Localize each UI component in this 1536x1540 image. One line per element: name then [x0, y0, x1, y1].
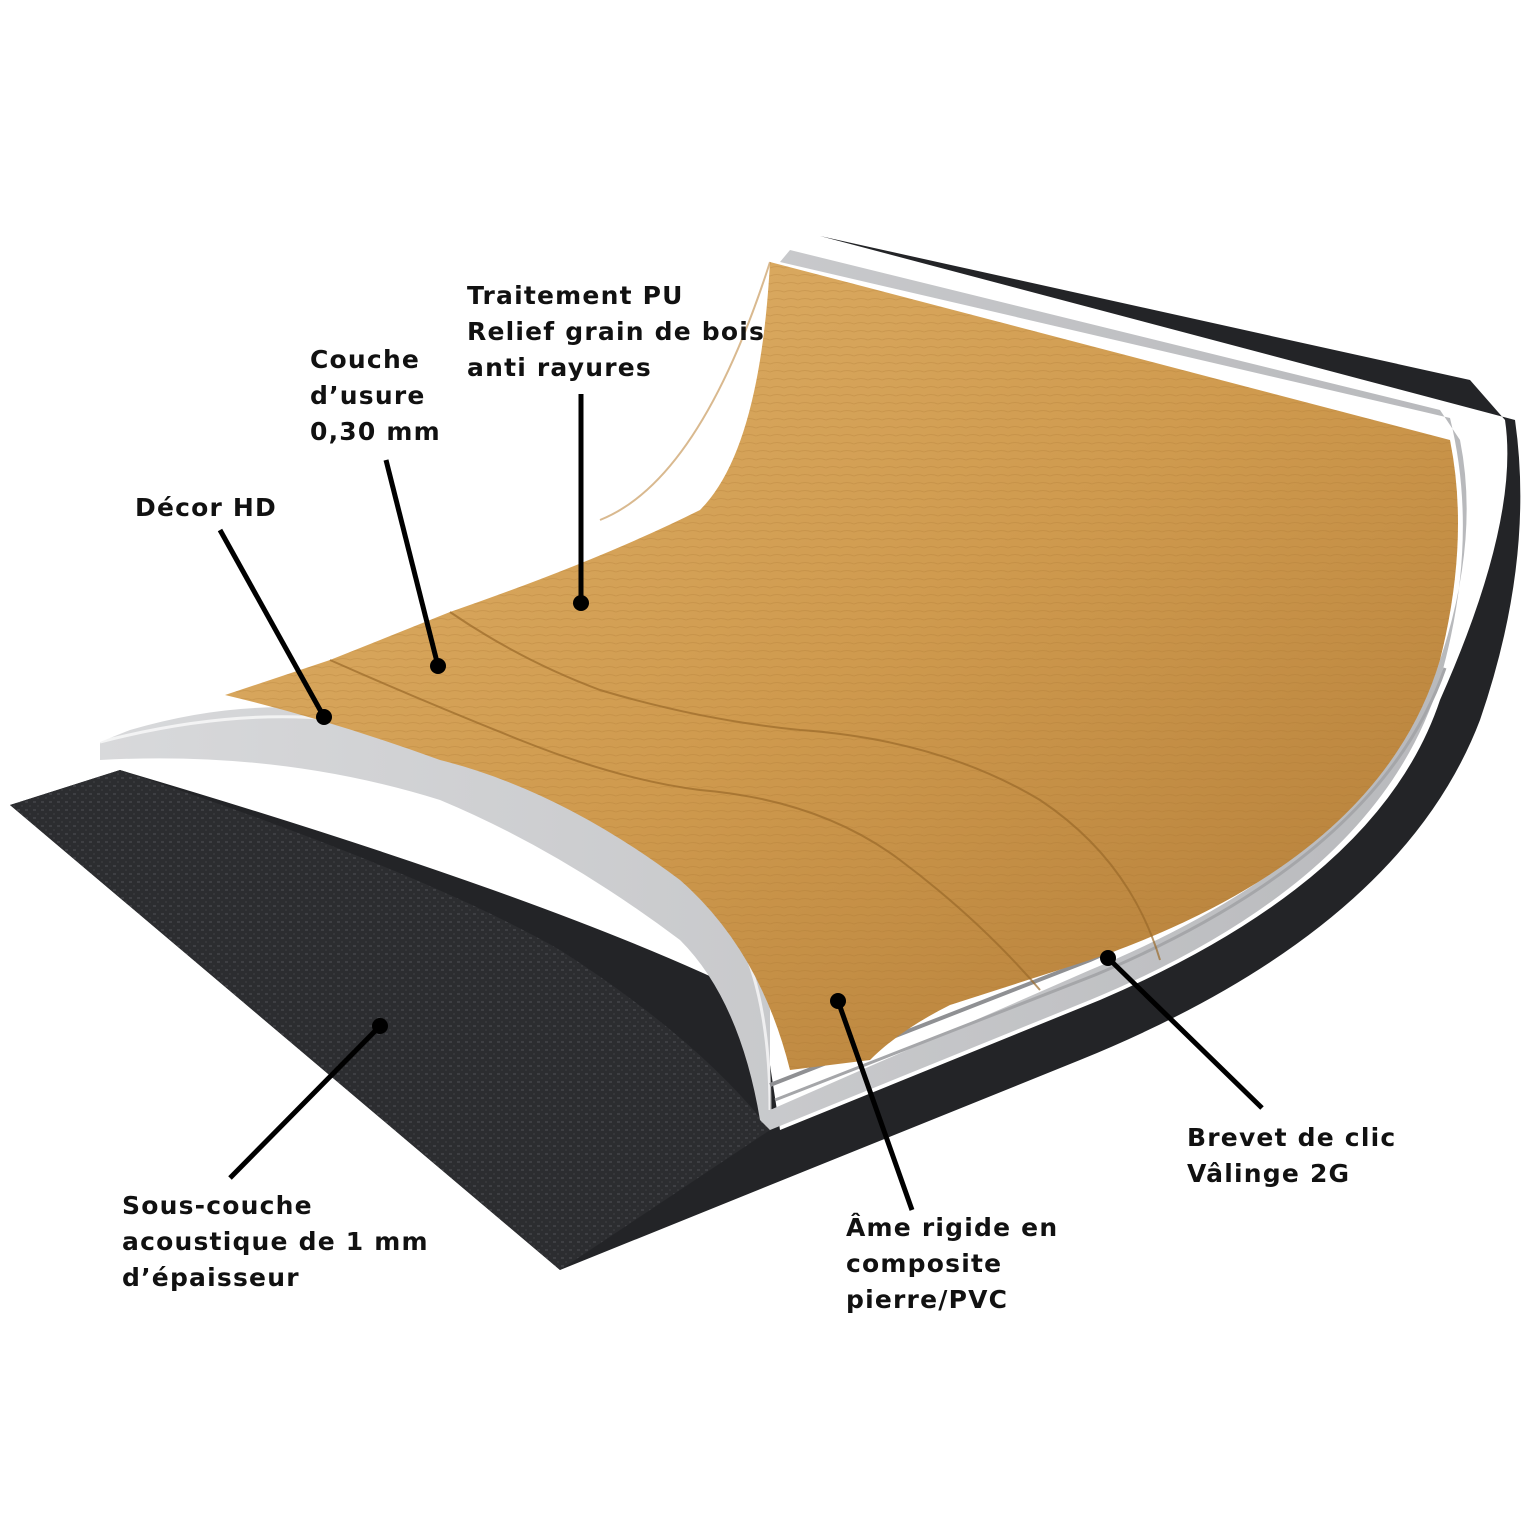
label-line: d’épaisseur	[122, 1263, 300, 1292]
leader-wear	[383, 459, 441, 667]
label-line: 0,30 mm	[310, 417, 441, 446]
label-line: Traitement PU	[467, 281, 684, 310]
label-wear-layer: Couche d’usure 0,30 mm	[310, 342, 441, 450]
leader-decor	[217, 528, 327, 719]
label-line: anti rayures	[467, 353, 652, 382]
label-pu-treatment: Traitement PU Relief grain de bois anti …	[467, 278, 765, 386]
label-line: acoustique de 1 mm	[122, 1227, 429, 1256]
leader-underlay	[228, 1024, 382, 1180]
label-line: composite	[846, 1249, 1003, 1278]
label-line: d’usure	[310, 381, 426, 410]
leader-click	[1106, 956, 1264, 1110]
label-line: Âme rigide en	[846, 1213, 1059, 1242]
label-core: Âme rigide en composite pierre/PVC	[846, 1210, 1058, 1318]
label-underlay: Sous-couche acoustique de 1 mm d’épaisse…	[122, 1188, 429, 1296]
underlay-layer	[10, 236, 1521, 1270]
wood-layers	[225, 261, 1458, 1070]
label-line: Brevet de clic	[1187, 1123, 1397, 1152]
label-line: Sous-couche	[122, 1191, 313, 1220]
label-line: pierre/PVC	[846, 1285, 1009, 1314]
label-click: Brevet de clic Vâlinge 2G	[1187, 1120, 1396, 1192]
leader-lines	[217, 394, 1264, 1211]
label-line: Décor HD	[135, 493, 278, 522]
label-line: Relief grain de bois	[467, 317, 766, 346]
label-line: Couche	[310, 345, 421, 374]
label-decor: Décor HD	[135, 490, 277, 526]
leader-core	[835, 1000, 915, 1211]
label-line: Vâlinge 2G	[1187, 1159, 1351, 1188]
